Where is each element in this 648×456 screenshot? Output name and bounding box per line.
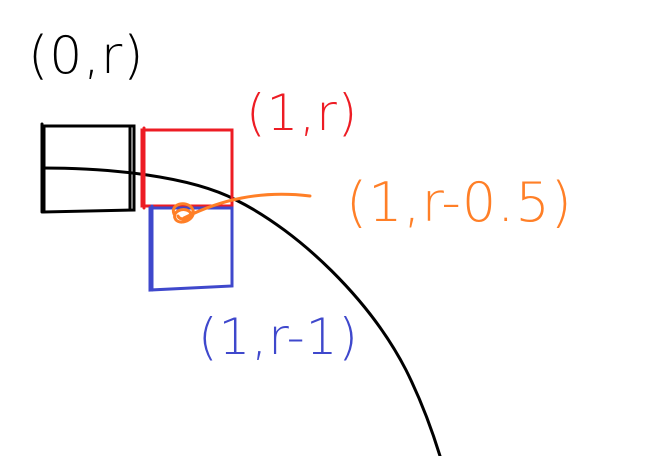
label-cell-0-r: (0,r) (28, 26, 145, 86)
label-midpoint: (1,r-0.5) (346, 171, 573, 234)
cell-1-r (140, 126, 234, 210)
circle-arc (40, 166, 442, 456)
label-cell-1-r: (1,r) (246, 84, 359, 142)
label-cell-1-r-minus-1: (1,r-1) (198, 308, 359, 366)
midpoint-pointer (182, 192, 312, 220)
cell-0-r (40, 122, 136, 214)
